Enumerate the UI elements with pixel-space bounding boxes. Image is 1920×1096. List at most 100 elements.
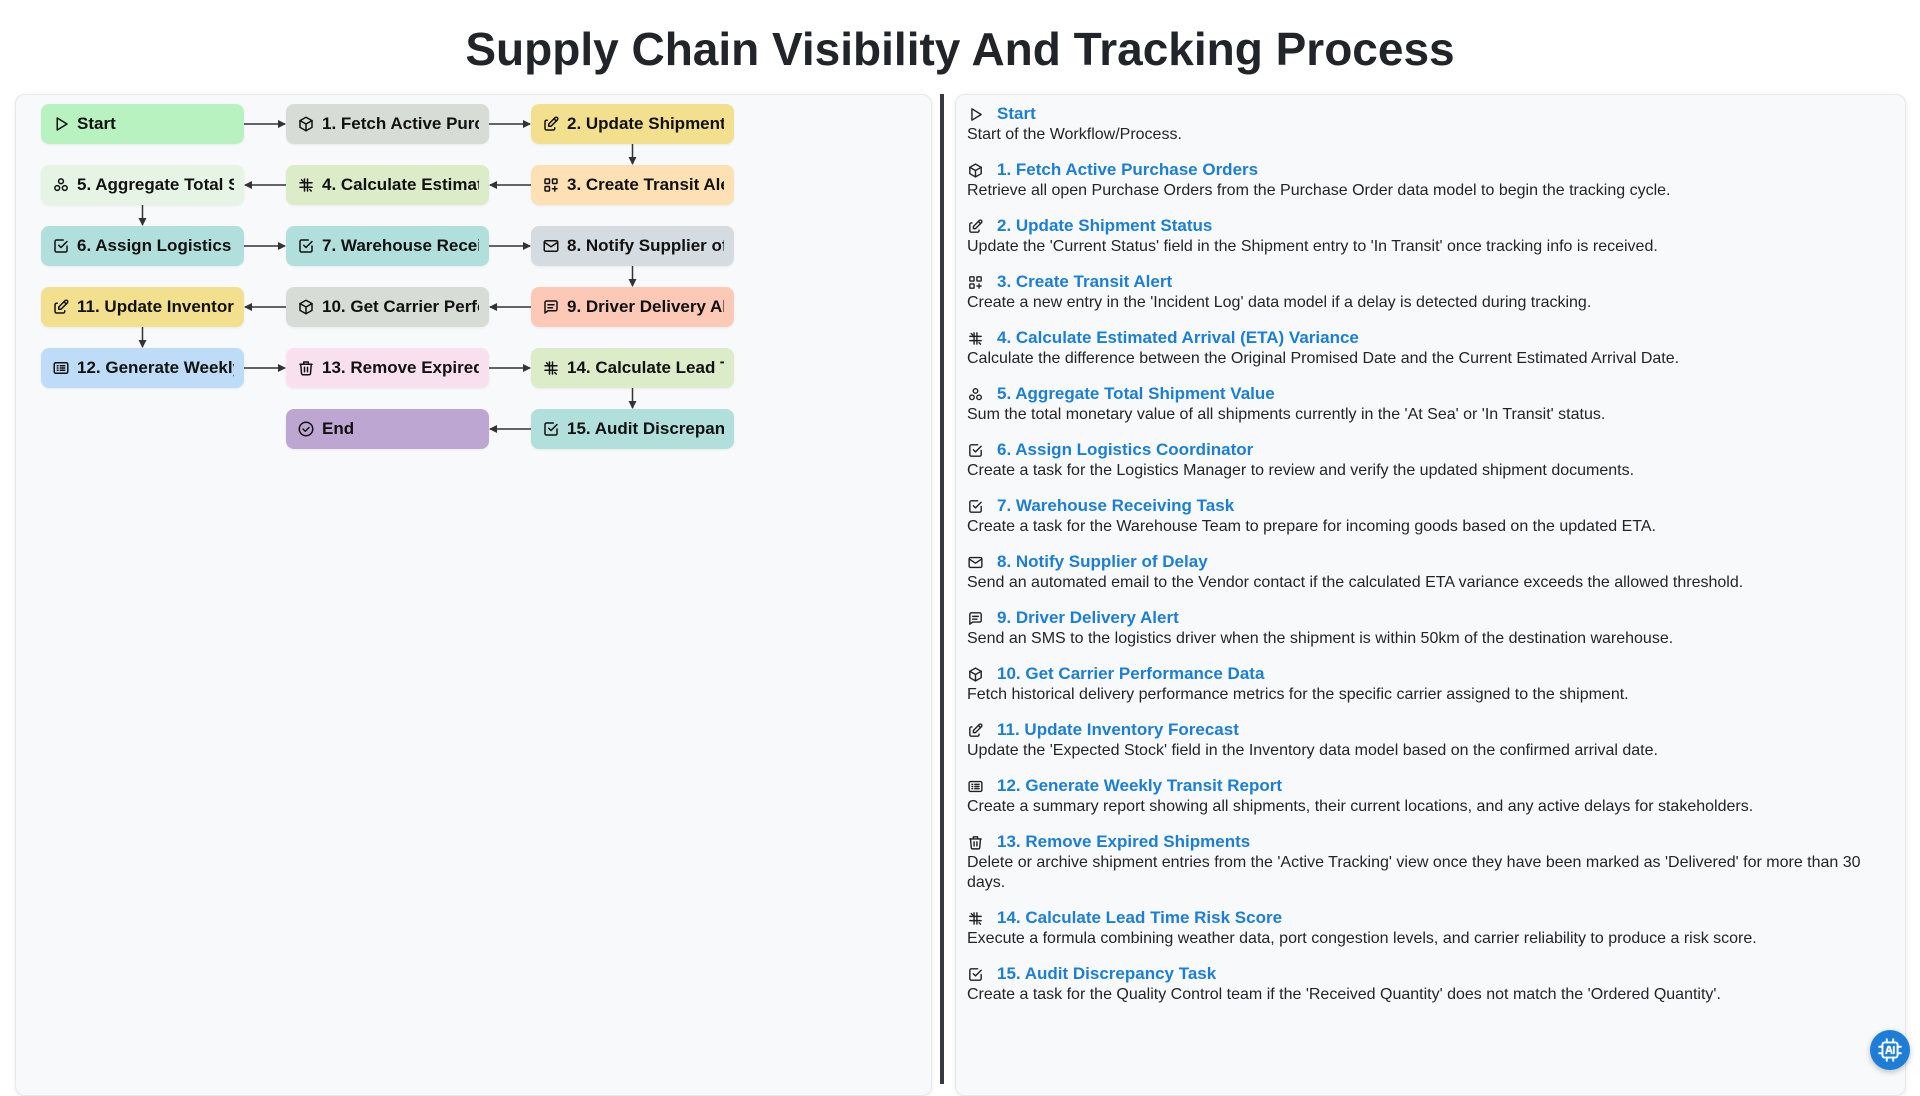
step-title-link[interactable]: 12. Generate Weekly Transit Report [997,776,1283,795]
flow-node-label: 11. Update Inventory Forecast [77,297,234,316]
step-title-link[interactable]: 8. Notify Supplier of Delay [997,552,1208,571]
report-icon [967,778,984,795]
hash-icon [967,330,984,347]
mail-icon [542,237,560,255]
check-circle-icon [297,420,315,438]
step-description: Start of the Workflow/Process. [967,126,1182,143]
step-description: Send an SMS to the logistics driver when… [967,630,1674,647]
flow-node-start[interactable]: Start [41,104,244,144]
report-icon [52,359,70,377]
ai-assistant-button[interactable] [1870,1030,1910,1070]
step-header: 5. Aggregate Total Shipment Value [967,383,1889,405]
edit-icon [967,218,984,235]
flow-node-label: 14. Calculate Lead Time Risk Score [567,358,724,377]
edit-icon [52,298,70,316]
step-title-link[interactable]: 7. Warehouse Receiving Task [997,496,1235,515]
panel-splitter[interactable] [940,94,944,1084]
step-description: Create a task for the Quality Control te… [967,986,1721,1003]
flow-node-n2[interactable]: 2. Update Shipment Status [531,104,734,144]
step-header: 3. Create Transit Alert [967,271,1889,293]
play-icon [967,106,984,123]
step-header: 12. Generate Weekly Transit Report [967,775,1889,797]
cube-icon [967,162,984,179]
flow-node-label: 15. Audit Discrepancy Task [567,419,724,438]
step-title-link[interactable]: 15. Audit Discrepancy Task [997,964,1217,983]
step-title-link[interactable]: 10. Get Carrier Performance Data [997,664,1265,683]
flow-node-label: End [322,419,355,438]
step-header: 11. Update Inventory Forecast [967,719,1889,741]
flow-node-n15[interactable]: 15. Audit Discrepancy Task [531,409,734,449]
step-header: 7. Warehouse Receiving Task [967,495,1889,517]
edit-icon [542,115,560,133]
ai-chip-icon [1877,1037,1903,1063]
flow-node-n14[interactable]: 14. Calculate Lead Time Risk Score [531,348,734,388]
step-description: Create a task for the Warehouse Team to … [967,518,1656,535]
step-title-link[interactable]: 6. Assign Logistics Coordinator [997,440,1254,459]
flow-node-n10[interactable]: 10. Get Carrier Performance Data [286,287,489,327]
step-description: Create a new entry in the 'Incident Log'… [967,294,1592,311]
flow-node-label: 9. Driver Delivery Alert [567,297,724,316]
flow-edges [138,120,637,433]
flow-node-n4[interactable]: 4. Calculate Estimated Arrival (ETA) Var… [286,165,489,205]
message-icon [967,610,984,627]
step-header: Start [967,103,1889,125]
step-title-link[interactable]: 13. Remove Expired Shipments [997,832,1251,851]
step-title-link[interactable]: 3. Create Transit Alert [997,272,1173,291]
page-title: Supply Chain Visibility And Tracking Pro… [465,23,1455,75]
step-title-link[interactable]: 1. Fetch Active Purchase Orders [997,160,1259,179]
flow-node-n6[interactable]: 6. Assign Logistics Coordinator [41,226,244,266]
flow-node-n13[interactable]: 13. Remove Expired Shipments [286,348,489,388]
step-header: 6. Assign Logistics Coordinator [967,439,1889,461]
flow-node-label: 6. Assign Logistics Coordinator [77,236,234,255]
checkbox-icon [967,442,984,459]
checkbox-icon [542,420,560,438]
step-title-link[interactable]: 2. Update Shipment Status [997,216,1213,235]
message-icon [542,298,560,316]
step-title-link[interactable]: 9. Driver Delivery Alert [997,608,1179,627]
step-header: 2. Update Shipment Status [967,215,1889,237]
flow-node-n8[interactable]: 8. Notify Supplier of Delay [531,226,734,266]
flow-node-end[interactable]: End [286,409,489,449]
flow-node-n3[interactable]: 3. Create Transit Alert [531,165,734,205]
flow-node-label: 8. Notify Supplier of Delay [567,236,724,255]
checkbox-icon [967,966,984,983]
flow-node-label: Start [77,114,116,133]
step-header: 8. Notify Supplier of Delay [967,551,1889,573]
trash-icon [297,359,315,377]
step-title-link[interactable]: 5. Aggregate Total Shipment Value [997,384,1275,403]
step-header: 4. Calculate Estimated Arrival (ETA) Var… [967,327,1889,349]
flow-node-label: 5. Aggregate Total Shipment Value [77,175,234,194]
step-description: Send an automated email to the Vendor co… [967,574,1744,591]
flow-node-n11[interactable]: 11. Update Inventory Forecast [41,287,244,327]
flowchart-panel: Start 1. Fetch Active Purchase Orders 2. U… [15,94,932,1096]
flow-node-n9[interactable]: 9. Driver Delivery Alert [531,287,734,327]
step-title-link[interactable]: 11. Update Inventory Forecast [997,720,1239,739]
cube-icon [297,298,315,316]
flow-node-n12[interactable]: 12. Generate Weekly Transit Report [41,348,244,388]
step-title-link[interactable]: 14. Calculate Lead Time Risk Score [997,908,1283,927]
flow-node-label: 2. Update Shipment Status [567,114,724,133]
flow-node-label: 7. Warehouse Receiving Task [322,236,479,255]
step-title-link[interactable]: Start [997,104,1036,123]
step-title-link[interactable]: 4. Calculate Estimated Arrival (ETA) Var… [997,328,1359,347]
step-description: Create a task for the Logistics Manager … [967,462,1635,479]
flow-node-label: 3. Create Transit Alert [567,175,724,194]
checkbox-icon [297,237,315,255]
flow-node-n7[interactable]: 7. Warehouse Receiving Task [286,226,489,266]
cube-icon [967,666,984,683]
step-header: 14. Calculate Lead Time Risk Score [967,907,1889,929]
flow-node-n5[interactable]: 5. Aggregate Total Shipment Value [41,165,244,205]
flow-node-n1[interactable]: 1. Fetch Active Purchase Orders [286,104,489,144]
